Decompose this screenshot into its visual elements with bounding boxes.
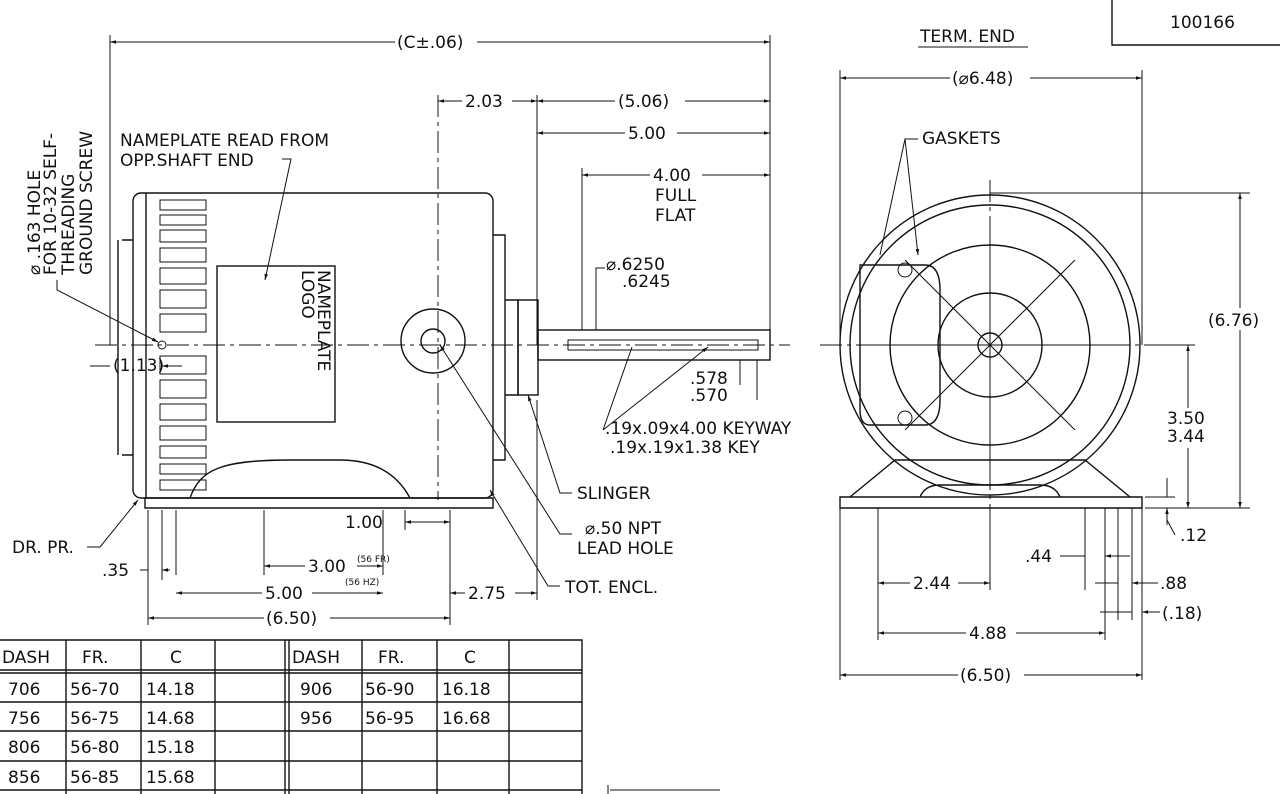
drawing-number: 100166: [1170, 13, 1235, 33]
end-view: TERM. END (⌀6.48) GASKETS (6.76) 3.50 3.…: [820, 27, 1277, 686]
svg-text:806: 806: [8, 738, 40, 758]
svg-text:956: 956: [300, 709, 332, 729]
height-max: 3.50: [1167, 409, 1205, 429]
terminal-box: [859, 264, 941, 426]
dim-6-76: (6.76): [1208, 311, 1259, 331]
header-c: C: [170, 648, 182, 668]
flat-label: FLAT: [655, 206, 696, 226]
overall-length-label: (C±.06): [397, 33, 463, 53]
svg-text:706: 706: [8, 680, 40, 700]
shaft-dia-min: .6245: [622, 272, 671, 292]
dim-4-00: 4.00: [653, 166, 691, 186]
lead-hole: [400, 308, 466, 374]
dim-88: .88: [1160, 574, 1187, 594]
shaft-dia-max: ⌀.6250: [606, 255, 665, 275]
dim-35: .35: [102, 561, 129, 581]
svg-text:56-90: 56-90: [365, 680, 414, 700]
side-view: (C±.06) 2.03 (5.06) 5.00 4.00 FULL FLAT …: [12, 32, 792, 629]
table-row: 956 56-95 16.68: [300, 709, 491, 729]
svg-text:56-85: 56-85: [70, 768, 119, 788]
dash-table: DASH FR. C DASH FR. C 706 56-70 14.18 756 5…: [0, 639, 720, 794]
svg-text:16.68: 16.68: [442, 709, 491, 729]
key-label: .19x.19x1.38 KEY: [610, 438, 760, 458]
gaskets-label: GASKETS: [922, 129, 1001, 149]
header-dash-2: DASH: [292, 648, 340, 668]
svg-text:56-80: 56-80: [70, 738, 119, 758]
lead-hole-label-1: ⌀.50 NPT: [585, 519, 662, 539]
dim-1-13: (1.13): [113, 356, 164, 376]
table-row: 706 56-70 14.18: [8, 680, 195, 700]
svg-text:56-75: 56-75: [70, 709, 119, 729]
note-56hz: (56 HZ): [345, 578, 379, 588]
height-min: 3.44: [1167, 427, 1205, 447]
ground-note-1: ⌀ .163 HOLE: [25, 170, 45, 275]
svg-text:856: 856: [8, 768, 40, 788]
nameplate-note-2: OPP.SHAFT END: [120, 151, 254, 171]
dim-5-00-base: 5.00: [265, 584, 303, 604]
dim-3-00: 3.00: [308, 557, 346, 577]
dim-5-00: 5.00: [628, 124, 666, 144]
ground-note-4: GROUND SCREW: [77, 131, 97, 275]
dim-6-50-end: (6.50): [960, 666, 1011, 686]
svg-text:14.18: 14.18: [146, 680, 195, 700]
dim-5-06: (5.06): [618, 92, 669, 112]
dim-2-44: 2.44: [913, 574, 951, 594]
svg-text:906: 906: [300, 680, 332, 700]
table-row: 806 56-80 15.18: [8, 738, 195, 758]
dr-pr-label: DR. PR.: [12, 538, 74, 558]
header-dash: DASH: [2, 648, 50, 668]
header-fr-2: FR.: [378, 648, 404, 668]
nameplate-note-1: NAMEPLATE READ FROM: [120, 131, 329, 151]
svg-text:56-95: 56-95: [365, 709, 414, 729]
dia-6-48: (⌀6.48): [952, 69, 1013, 89]
table-row: 856 56-85 15.68: [8, 768, 195, 788]
table-row: 756 56-75 14.68: [8, 709, 195, 729]
header-c-2: C: [464, 648, 476, 668]
svg-text:15.18: 15.18: [146, 738, 195, 758]
ground-note-3: THREADING: [59, 174, 79, 276]
offset-min: .570: [690, 386, 728, 406]
dim-18: (.18): [1162, 604, 1202, 624]
logo-text: LOGO: [297, 270, 317, 319]
svg-text:56-70: 56-70: [70, 680, 119, 700]
dim-12: .12: [1180, 526, 1207, 546]
header-fr: FR.: [82, 648, 108, 668]
svg-text:14.68: 14.68: [146, 709, 195, 729]
full-label: FULL: [655, 186, 697, 206]
tot-encl-label: TOT. ENCL.: [564, 578, 658, 598]
ground-note-2: FOR 10-32 SELF-: [41, 133, 61, 275]
svg-text:15.68: 15.68: [146, 768, 195, 788]
keyway-label: .19x.09x4.00 KEYWAY: [605, 419, 792, 439]
slinger-label: SLINGER: [577, 484, 651, 504]
dim-2-75: 2.75: [468, 584, 506, 604]
note-56fr: (56 FR): [357, 555, 390, 565]
lead-hole-label-2: LEAD HOLE: [577, 539, 674, 559]
dim-6-50: (6.50): [266, 609, 317, 629]
term-end-label: TERM. END: [919, 27, 1015, 47]
title-block: 100166: [1111, 0, 1280, 46]
dim-2-03: 2.03: [465, 92, 503, 112]
svg-text:16.18: 16.18: [442, 680, 491, 700]
offset-max: .578: [690, 369, 728, 389]
table-row: 906 56-90 16.18: [300, 680, 491, 700]
dim-4-88: 4.88: [969, 624, 1007, 644]
dim-1-00: 1.00: [345, 513, 383, 533]
nameplate-text: NAMEPLATE: [313, 270, 333, 371]
svg-text:756: 756: [8, 709, 40, 729]
dim-44: .44: [1025, 547, 1052, 567]
nameplate: [216, 265, 336, 423]
